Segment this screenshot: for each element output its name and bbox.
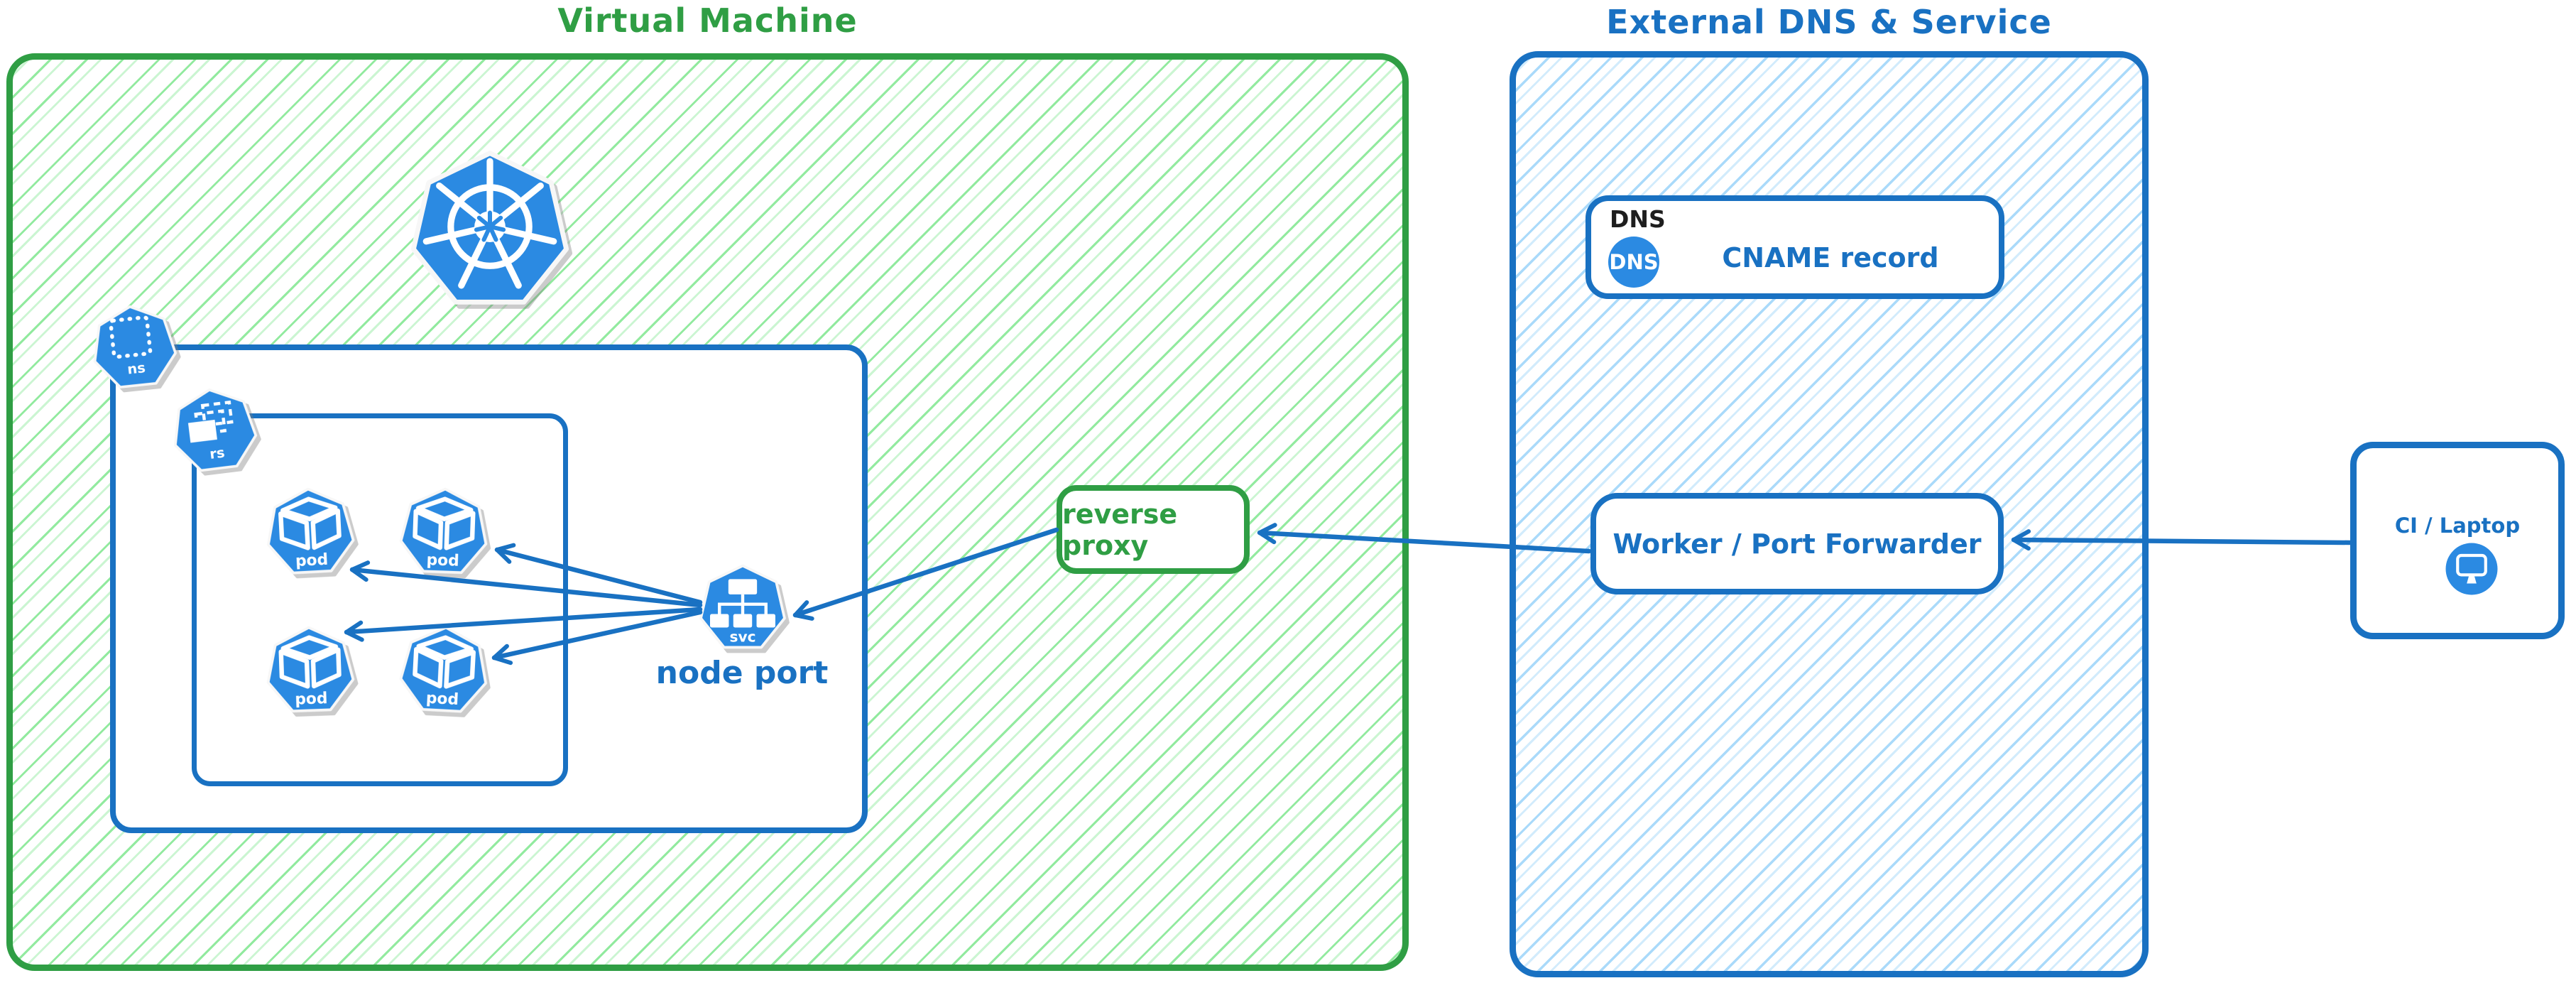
ci-label: CI / Laptop [2394, 514, 2521, 538]
reverse-proxy-node: reverse proxy [1057, 485, 1250, 574]
ci-node: CI / Laptop [2350, 442, 2565, 639]
replicaset-badge: rs [166, 383, 263, 479]
pod-icon: pod [266, 487, 355, 575]
pod-icon: pod [399, 626, 488, 713]
pod-badge: pod [263, 485, 359, 581]
external-region-title: External DNS & Service [1606, 3, 2052, 41]
dns-icon: DNS [1608, 237, 1659, 288]
pod-icon: pod [399, 487, 488, 575]
reverse-proxy-label: reverse proxy [1062, 498, 1178, 561]
svc-icon: svc [699, 564, 786, 649]
pod-icon: pod [266, 626, 355, 713]
worker-label: Worker / Port Forwarder [1612, 528, 1982, 560]
laptop-icon [2445, 543, 2498, 595]
ns-heptagon-icon: ns [93, 305, 177, 389]
pod-badge: pod [263, 624, 357, 718]
pod-badge: pod [397, 486, 491, 580]
service-badge: svc [698, 564, 787, 653]
svc-badge-label: svc [729, 629, 755, 646]
pod-badge-label: pod [425, 690, 459, 709]
pod-badge-label: pod [426, 551, 459, 570]
cname-record-label: CNAME record [1722, 242, 1939, 273]
node-port-label: node port [655, 655, 829, 691]
namespace-badge: ns [87, 300, 182, 396]
pod-badge-label: pod [295, 690, 328, 709]
dns-tag: DNS [1610, 205, 1666, 233]
rs-heptagon-icon: rs [174, 389, 258, 472]
kubernetes-logo-icon [410, 151, 569, 305]
worker-node: Worker / Port Forwarder [1590, 493, 2004, 594]
pod-badge-label: pod [295, 551, 328, 570]
ns-badge-label: ns [126, 359, 146, 378]
rs-badge-label: rs [209, 444, 226, 462]
dns-card: DNS DNS CNAME record [1586, 195, 2004, 299]
vm-region-title: Virtual Machine [557, 1, 858, 40]
kubernetes-logo [408, 150, 572, 313]
dns-icon-label: DNS [1609, 250, 1659, 274]
pod-badge: pod [396, 624, 492, 719]
